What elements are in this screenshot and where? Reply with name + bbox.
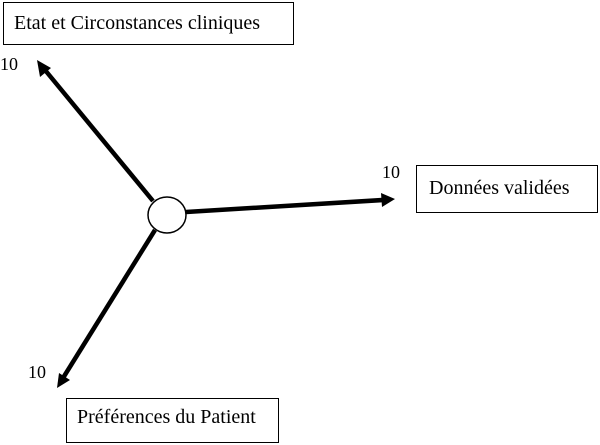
evidence-scale-max: 10 [382,162,400,182]
patient-preferences-box: Préférences du Patient [66,398,279,443]
clinical-state-box: Etat et Circonstances cliniques [3,2,294,45]
evidence-axis-arrow-head [381,193,395,207]
clinical-axis-arrow-head [37,60,51,77]
evidence-axis-arrow-line [185,197,384,215]
center-node [147,196,187,234]
clinical-state-label: Etat et Circonstances cliniques [14,12,261,34]
patient-axis-arrow-head [57,373,70,388]
validated-data-label: Données validées [429,177,570,199]
patient-axis-arrow-line [61,228,157,380]
validated-data-box: Données validées [416,165,598,213]
patient-preferences-label: Préférences du Patient [77,406,256,428]
clinical-scale-max: 10 [0,54,18,74]
patient-scale-max: 10 [28,362,46,382]
clinical-axis-arrow-line [43,68,155,203]
